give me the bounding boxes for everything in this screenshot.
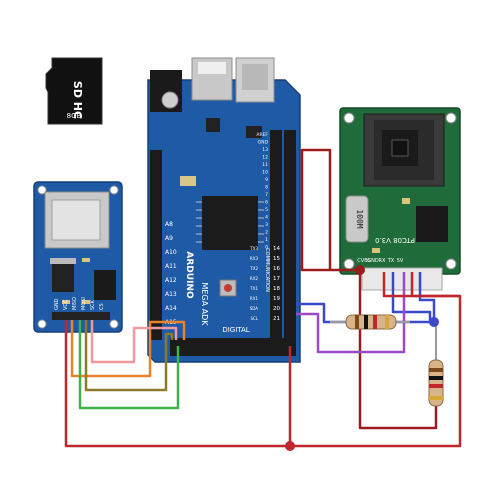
arduino-brand-label: ARDUINO [184,251,194,299]
comm-pin-name-rx2: RX2 [250,276,259,281]
resistor-vertical [428,322,444,407]
junction-red-top [355,265,365,275]
digital-pin-4: 4 [265,215,268,221]
wire-red-vcc-bus [64,272,462,448]
analog-header [150,150,162,340]
arduino-mega-board: ARDUINO MEGA ADK DIGITAL COMMUNICATION A… [147,57,301,363]
analog-pin-a8: A8 [165,221,173,228]
digital-pin-gnd: GND [258,140,269,146]
digital-pin-6: 6 [265,200,268,206]
sd-pin-cs: CS [99,303,105,310]
comm-pin-name-tx1: TX1 [249,286,258,291]
digital-pin-11: 11 [262,162,268,168]
digital-label: DIGITAL [222,326,249,334]
analog-pin-a9: A9 [165,235,173,242]
digital-pin-3: 3 [265,222,268,228]
digital-pin-5: 5 [265,207,268,213]
comm-pin-14: 14 [273,246,280,252]
digital-pin-13: 13 [262,147,268,153]
comm-pin-name-scl: SCL [250,316,258,321]
capacitor [161,91,179,109]
digital-pin-aref: AREF [256,132,268,138]
camera-chip [416,206,448,242]
digital-pin-9: 9 [265,177,268,183]
junction-red-bottom [285,441,295,451]
comm-pin-name-tx2: TX2 [249,266,258,271]
sd-pin-vcc: VCC [63,299,69,310]
analog-pin-a11: A11 [165,263,177,270]
camera-connector [361,267,443,291]
camera-pin-tx: TX [387,258,395,264]
comm-pin-name-tx3: TX3 [249,246,258,251]
wire-pink [90,320,178,364]
atmega-chip [202,196,258,250]
camera-pin-gnd: GND [367,258,379,264]
digital-pin-7: 7 [265,192,268,198]
sd-card: SD HC 8GB [45,57,103,125]
right-header [284,130,296,342]
digital-pin-2: 2 [265,230,268,236]
comm-pin-name-rx1: RX1 [250,296,259,301]
camera-pin-5v: 5V [397,258,404,264]
wire-red-gnd [382,272,460,298]
sd-pin-mosi: MOSI [81,297,87,310]
crystal [345,195,369,243]
digital-pin-1: 1 [265,237,268,243]
wire-olive [84,320,174,392]
wire-darkred-camera-gnd [358,270,438,430]
camera-pin-cvbs: CVBS [357,258,370,264]
sd-pin-miso: MISO [72,297,78,310]
digital-pin-12: 12 [262,155,268,161]
camera-model-label: PTC08 V3.0 [375,236,415,244]
resistor-horizontal [330,314,410,330]
communication-label: COMMUNICATION [264,248,270,292]
sd-module-header [52,312,110,320]
comm-pin-19: 19 [273,296,280,302]
comm-pin-21: 21 [273,316,280,322]
analog-pin-a13: A13 [165,291,177,298]
camera-pin-rx: RX [379,258,386,264]
comm-pin-18: 18 [273,286,280,292]
sd-card-type: SD HC [71,81,84,119]
bottom-header [170,338,296,356]
digital-pin-0: 0 [265,245,268,251]
digital-pin-10: 10 [262,170,268,176]
wire-green [78,320,180,410]
junction-blue [429,317,439,327]
sd-pin-sck: SCK [90,299,96,310]
sd-pin-gnd: GND [54,298,60,310]
comm-pin-16: 16 [273,266,280,272]
level-shifter-chip [94,270,116,300]
wire-orange [70,320,186,378]
crystal-label: 100M [355,209,364,228]
comm-pin-name-rx3: RX3 [250,256,259,261]
digital-pin-8: 8 [265,185,268,191]
analog-pin-a12: A12 [165,277,177,284]
comm-pin-17: 17 [273,276,280,282]
analog-pin-a14: A14 [165,305,177,312]
voltage-regulator [52,262,74,292]
analog-pin-a10: A10 [165,249,177,256]
comm-pin-15: 15 [273,256,280,262]
wire-blue-rx [391,272,432,322]
wire-purple [296,272,406,354]
arduino-model-label: MEGA ADK [200,282,209,326]
comm-pin-20: 20 [273,306,280,312]
top-digital-header [270,130,282,342]
comm-pin-name-sda: SDA [250,306,259,311]
sd-card-capacity: 8GB [67,112,82,120]
